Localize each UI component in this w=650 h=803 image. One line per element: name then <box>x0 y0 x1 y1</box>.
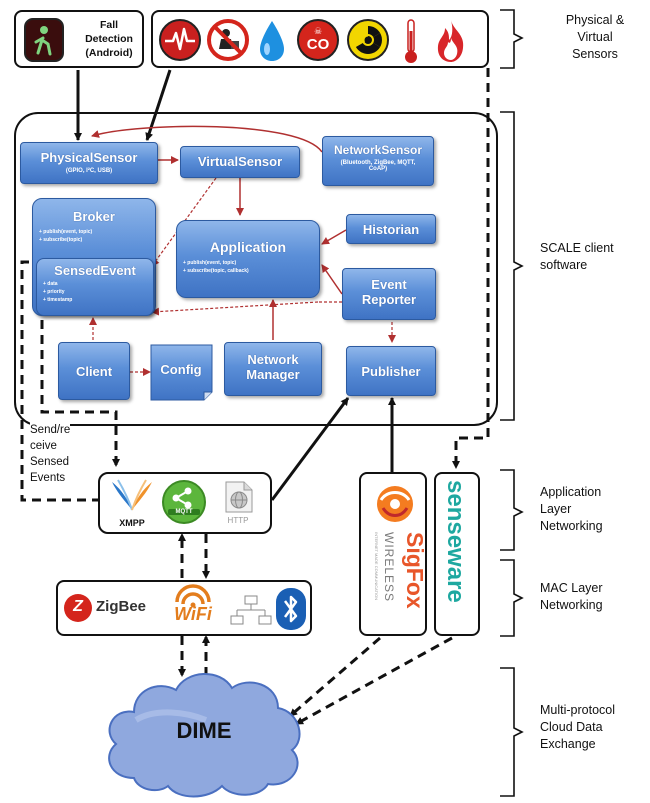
zigbee-label: ZigBee <box>96 598 147 615</box>
bracket-app-layer <box>500 469 524 551</box>
label-application-layer-networking: Application Layer Networking <box>540 485 603 533</box>
fall-detection-text: Fall Detection (Android) <box>85 19 133 59</box>
label-scale-client-software: SCALE client software <box>540 241 614 272</box>
http-label: HTTP <box>227 516 249 525</box>
application-method-publish: + publish(event, topic) <box>183 260 237 266</box>
xmpp-label: XMPP <box>119 518 145 528</box>
sensed-event-field-timestamp: + timestamp <box>43 297 73 303</box>
config-box[interactable] <box>150 344 214 402</box>
bracket-sensors <box>500 9 524 69</box>
senseware-logo-vertical: senseware <box>442 480 469 603</box>
svg-text:WIRELESS: WIRELESS <box>382 532 396 602</box>
arrow-app-to-sensedevent-line <box>151 301 319 316</box>
label-cloud-data-exchange: Multi-protocol Cloud Data Exchange <box>540 703 616 751</box>
svg-text:INTERNET MADE COMMUNICATION: INTERNET MADE COMMUNICATION <box>374 532 379 600</box>
dashed-sensors-to-senseware <box>452 68 490 469</box>
application-title: Application <box>209 239 287 255</box>
application-box[interactable]: Application + publish(event, topic) + su… <box>176 220 320 298</box>
arrow-protocols-to-publisher <box>270 397 350 501</box>
arrow-network-to-physical <box>91 125 323 153</box>
sensed-event-box[interactable]: SensedEvent + data + priority + timestam… <box>36 258 154 316</box>
network-manager-line2: Manager <box>246 367 300 382</box>
dime-label: DIME <box>176 718 232 743</box>
bracket-scale <box>500 111 524 421</box>
network-sensor-sub2: CoAP) <box>368 166 388 172</box>
protocols-box: XMPP MQTT HTTP <box>98 472 272 534</box>
senseware-box: senseware <box>434 472 480 636</box>
sigfox-box: SigFox WIRELESS INTERNET MADE COMMUNICAT… <box>359 472 427 636</box>
client-title: Client <box>75 364 113 379</box>
broker-title: Broker <box>73 209 115 224</box>
virtual-sensor-title: VirtualSensor <box>197 154 283 169</box>
physical-sensor-sub: (GPIO, I²C, USB) <box>65 168 113 174</box>
thermometer-icon <box>401 17 421 65</box>
dime-cloud <box>108 673 301 798</box>
fall-detection-icon <box>24 18 64 62</box>
publisher-title: Publisher <box>361 364 421 379</box>
sensed-event-title: SensedEvent <box>54 263 136 278</box>
send-receive-label: Send/re ceive Sensed Events <box>30 422 71 486</box>
network-manager-box[interactable]: Network Manager <box>224 342 322 396</box>
dashed-sensedevent-down <box>40 290 120 467</box>
no-intruder-icon <box>207 19 249 61</box>
svg-text:SigFox: SigFox <box>402 532 425 609</box>
ethernet-lan-icon <box>230 594 272 626</box>
sigfox-logo-icon <box>373 482 417 526</box>
dashed-sigfox-to-cloud <box>289 636 381 718</box>
scale-client-container <box>14 112 498 426</box>
zigbee-icon: Z <box>64 594 92 622</box>
xmpp-icon <box>108 478 156 518</box>
svg-text:senseware: senseware <box>442 480 469 603</box>
publisher-box[interactable]: Publisher <box>346 346 436 396</box>
co-gas-icon: ☠ CO <box>297 19 339 61</box>
sigfox-text-vertical: SigFox WIRELESS INTERNET MADE COMMUNICAT… <box>374 532 425 609</box>
arrow-historian-to-application <box>321 229 347 245</box>
broker-method-subscribe: + subscribe(topic) <box>39 237 83 243</box>
config-title: Config <box>160 362 202 377</box>
sensor-icons-box: ☠ CO <box>151 10 489 68</box>
network-sensor-title: NetworkSensor <box>333 143 423 157</box>
label-physical-virtual-sensors: Physical & Virtual Sensors <box>565 13 625 61</box>
label-mac-layer-networking: MAC Layer Networking <box>540 581 603 612</box>
fire-icon <box>431 18 471 64</box>
physical-sensor-box[interactable]: PhysicalSensor (GPIO, I²C, USB) <box>20 142 158 184</box>
event-reporter-line1: Event <box>371 277 407 292</box>
heartbeat-icon <box>159 19 201 61</box>
bracket-cloud <box>500 667 524 797</box>
mac-layer-box: Z ZigBee WiFi <box>56 580 312 636</box>
bluetooth-icon <box>276 588 306 630</box>
sensed-event-field-data: + data <box>43 281 58 287</box>
application-method-subscribe: + subscribe(topic, callback) <box>183 268 249 274</box>
water-drop-icon <box>257 19 287 63</box>
historian-box[interactable]: Historian <box>346 214 436 244</box>
arrow-virtual-to-sensedevent <box>151 177 217 267</box>
bracket-mac-layer <box>500 559 524 637</box>
dashed-senseware-to-cloud <box>295 636 453 726</box>
http-icon <box>218 480 258 514</box>
event-reporter-box[interactable]: Event Reporter <box>342 268 436 320</box>
mqtt-icon: MQTT <box>162 480 206 524</box>
network-sensor-box[interactable]: NetworkSensor (Bluetooth, ZigBee, MQTT, … <box>322 136 434 186</box>
dashed-send-receive <box>20 260 98 502</box>
event-reporter-line2: Reporter <box>361 292 417 307</box>
sensed-event-field-priority: + priority <box>43 289 65 295</box>
virtual-sensor-box[interactable]: VirtualSensor <box>180 146 300 178</box>
wifi-icon: WiFi <box>166 584 220 634</box>
historian-title: Historian <box>362 222 420 237</box>
network-sensor-sub1: (Bluetooth, ZigBee, MQTT, <box>340 160 416 166</box>
network-manager-line1: Network <box>247 352 299 367</box>
physical-sensor-title: PhysicalSensor <box>40 150 138 165</box>
broker-method-publish: + publish(event, topic) <box>39 229 93 235</box>
arrow-reporter-to-application <box>321 264 343 295</box>
fall-detection-box: Fall Detection (Android) <box>14 10 144 68</box>
client-box[interactable]: Client <box>58 342 130 400</box>
radiation-icon <box>347 19 389 61</box>
